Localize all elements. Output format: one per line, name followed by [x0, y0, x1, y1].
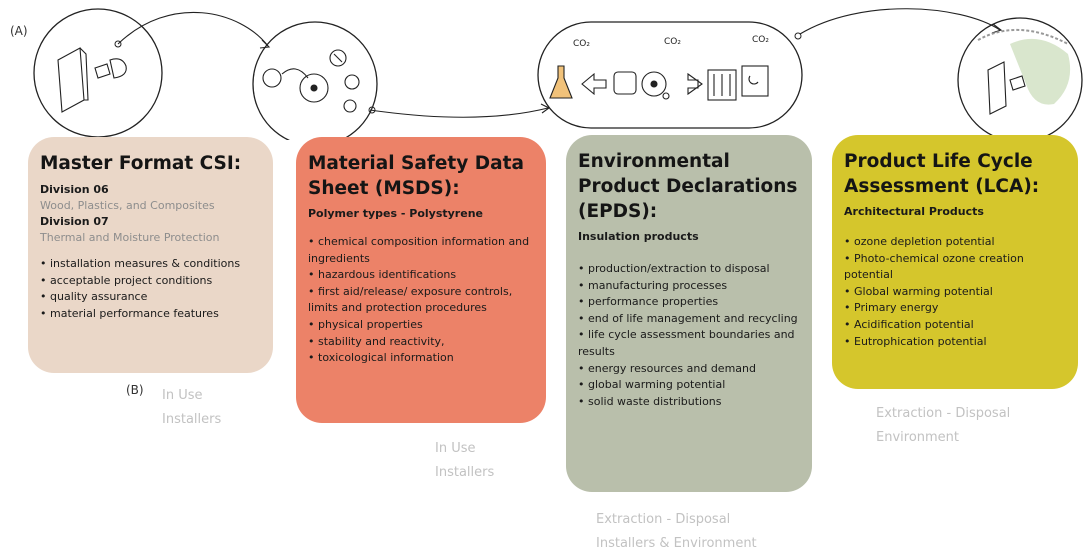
wall-sketch-icon	[57, 47, 127, 113]
card-subtitle: Polymer types - Polystyrene	[308, 207, 483, 220]
card-lca: Product Life Cycle Assessment (LCA): Arc…	[832, 135, 1078, 389]
division-desc: Thermal and Moisture Protection	[40, 231, 220, 244]
csi-list: installation measures & conditions accep…	[40, 256, 263, 322]
list-item: life cycle assessment boundaries and res…	[578, 327, 802, 360]
sketch-circle-1	[33, 8, 163, 138]
co2-label-3: CO₂	[752, 35, 769, 45]
caption-line: In Use	[162, 388, 203, 403]
list-item: first aid/release/ exposure controls, li…	[308, 284, 536, 317]
list-item: ozone depletion potential	[844, 234, 1068, 251]
list-item: chemical composition information and ing…	[308, 234, 536, 267]
caption-line: In Use	[435, 441, 476, 456]
caption-line: Installers	[162, 412, 222, 427]
list-item: manufacturing processes	[578, 278, 802, 295]
division-name: Division 07	[40, 215, 109, 228]
bins-sketch-icon	[707, 65, 769, 101]
card-master-format-csi: Master Format CSI: Division 06 Wood, Pla…	[28, 137, 273, 373]
arrow-csi-to-msds	[117, 11, 269, 47]
card-title: Material Safety Data Sheet (MSDS):	[308, 153, 524, 199]
polymer-sketch-icon	[262, 49, 360, 113]
list-item: hazardous identifications	[308, 267, 536, 284]
list-item: global warming potential	[578, 377, 802, 394]
list-item: physical properties	[308, 317, 536, 334]
sketch-flow-diagram: CO₂ CO₂ CO₂	[33, 8, 1083, 140]
list-item: Global warming potential	[844, 284, 1068, 301]
card-title: Product Life Cycle Assessment (LCA):	[844, 151, 1040, 197]
division-desc: Wood, Plastics, and Composites	[40, 199, 215, 212]
card-msds: Material Safety Data Sheet (MSDS): Polym…	[296, 137, 546, 423]
list-item: solid waste distributions	[578, 394, 802, 411]
co2-label-1: CO₂	[573, 39, 590, 49]
list-item: Photo-chemical ozone creation potential	[844, 251, 1068, 284]
list-item: acceptable project conditions	[40, 273, 263, 290]
card-title: Environmental Product Declarations (EPDS…	[578, 151, 798, 222]
list-item: performance properties	[578, 294, 802, 311]
caption-msds: In Use Installers	[435, 437, 494, 485]
caption-csi: In Use Installers	[162, 384, 221, 432]
environment-sketch-icon	[977, 29, 1071, 115]
list-item: production/extraction to disposal	[578, 261, 802, 278]
card-subtitle: Insulation products	[578, 230, 699, 243]
arrow-epds-to-lca	[799, 8, 1001, 35]
msds-list: chemical composition information and ing…	[308, 234, 536, 367]
lca-list: ozone depletion potential Photo-chemical…	[844, 234, 1068, 350]
list-item: Eutrophication potential	[844, 334, 1068, 351]
card-epds: Environmental Product Declarations (EPDS…	[566, 135, 812, 492]
list-item: stability and reactivity,	[308, 334, 536, 351]
list-item: end of life management and recycling	[578, 311, 802, 328]
epds-list: production/extraction to disposal manufa…	[578, 261, 802, 410]
sketch-circle-4	[957, 17, 1083, 140]
caption-line: Environment	[876, 430, 960, 445]
arrow-right-sketch-icon	[687, 72, 703, 96]
list-item: quality assurance	[40, 289, 263, 306]
arrow-left-sketch-icon	[581, 72, 607, 96]
list-item: energy resources and demand	[578, 361, 802, 378]
division-name: Division 06	[40, 183, 109, 196]
sketch-circle-2	[252, 21, 378, 140]
arrow-msds-to-epds	[369, 107, 549, 118]
card-subtitle: Architectural Products	[844, 205, 984, 218]
list-item: Primary energy	[844, 300, 1068, 317]
caption-line: Installers	[435, 465, 495, 480]
list-item: installation measures & conditions	[40, 256, 263, 273]
caption-lca: Extraction - Disposal Environment	[876, 402, 1010, 450]
sketch-capsule-3	[537, 21, 803, 129]
flask-sketch-icon	[549, 65, 573, 99]
label-b: (B)	[126, 383, 144, 397]
caption-line: Installers & Environment	[596, 536, 757, 551]
list-item: material performance features	[40, 306, 263, 323]
label-a: (A)	[10, 24, 28, 38]
list-item: toxicological information	[308, 350, 536, 367]
card-title: Master Format CSI:	[40, 153, 242, 174]
co2-label-2: CO₂	[664, 37, 681, 47]
caption-line: Extraction - Disposal	[596, 512, 731, 527]
list-item: Acidification potential	[844, 317, 1068, 334]
caption-epds: Extraction - Disposal Installers & Envir…	[596, 508, 757, 556]
caption-line: Extraction - Disposal	[876, 406, 1011, 421]
device-sketch-icon	[613, 71, 670, 100]
